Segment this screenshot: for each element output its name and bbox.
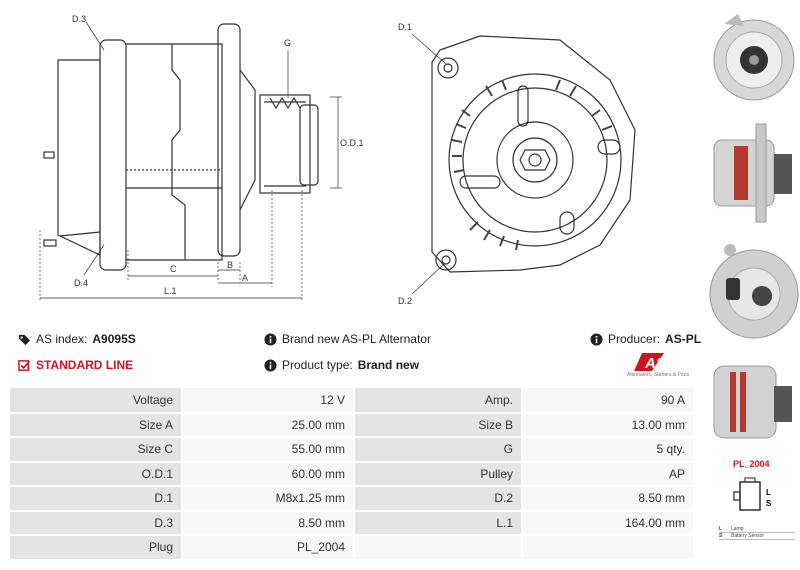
label-a: A [242,273,248,283]
thumbnail-angle-view[interactable] [704,352,800,456]
checkbox-checked-icon [18,359,31,371]
spec-label: Pulley [354,461,523,487]
description-row: Brand new AS-PL Alternator [264,332,431,346]
legend-row: L Lamp [719,526,795,533]
label-od1: O.D.1 [340,138,364,148]
logo-mark: AS [644,355,666,372]
label-c: C [170,264,177,274]
spec-value: 60.00 mm [182,461,355,487]
thumbnail-side-view[interactable] [704,118,800,228]
spec-label: Amp. [354,388,523,414]
legend-row: S Battery Sensor [719,533,795,540]
technical-drawings: D.3 D.4 G O.D.1 C B A L.1 [0,0,700,320]
thumbnail-rear-view[interactable] [704,4,800,112]
as-index-row: AS index: A9095S [18,332,136,346]
spec-label: Size B [354,412,523,438]
spec-value: 12 V [182,388,355,414]
plug-pin-l: L [766,488,771,497]
product-type-label: Product type: [282,358,353,372]
product-type-row: Product type: Brand new [264,358,419,372]
plug-pin-s: S [766,499,772,508]
label-b: B [227,260,233,270]
info-icon [264,358,277,372]
spec-value: 8.50 mm [522,486,695,512]
spec-value: 13.00 mm [522,412,695,438]
standard-line-row: STANDARD LINE [18,358,133,372]
tag-icon [18,334,31,345]
label-d2: D.2 [398,296,412,306]
info-icon [264,332,277,346]
label-d1: D.1 [398,22,412,32]
spec-label: Size C [10,437,183,463]
spec-label: O.D.1 [10,461,183,487]
spec-value: 55.00 mm [182,437,355,463]
spec-value: M8x1.25 mm [182,486,355,512]
spec-label: Size A [10,412,183,438]
producer-value: AS-PL [665,332,702,346]
label-d3: D.3 [72,14,86,24]
producer-label: Producer: [608,332,661,346]
as-index-label: AS index: [36,332,88,346]
as-index-value: A9095S [92,332,136,346]
spec-value: 25.00 mm [182,412,355,438]
spec-label [354,535,523,561]
spec-value: 164.00 mm [522,510,695,536]
spec-label: Plug [10,535,183,561]
product-type-value: Brand new [357,358,420,372]
label-l1: L.1 [164,286,177,296]
spec-value: 5 qty. [522,437,695,463]
spec-value: 8.50 mm [182,510,355,536]
as-pl-logo: AS [634,353,666,372]
thumbnail-front-view[interactable] [704,232,800,352]
producer-row: Producer: AS-PL [590,332,701,346]
spec-label: Voltage [10,388,183,414]
standard-line-label: STANDARD LINE [36,358,134,372]
spec-value: PL_2004 [182,535,355,561]
product-description: Brand new AS-PL Alternator [282,332,431,346]
spec-label: D.2 [354,486,523,512]
spec-value: AP [522,461,695,487]
spec-label: D.1 [10,486,183,512]
spec-label: G [354,437,523,463]
spec-value [522,535,695,561]
plug-name: PL_2004 [733,459,770,469]
alternator-front-view [431,35,636,273]
info-icon [590,332,603,346]
label-g: G [284,38,291,48]
spec-label: L.1 [354,510,523,536]
plug-connector-diagram: L S [733,477,772,511]
spec-label: D.3 [10,510,183,536]
spec-value: 90 A [522,388,695,414]
logo-tagline: Alternators, Starters & Parts [627,372,690,378]
alternator-side-view: D.3 D.4 G O.D.1 C B A L.1 [39,14,636,306]
plug-legend: L Lamp S Battery Sensor [719,526,795,540]
label-d4: D.4 [74,278,88,288]
